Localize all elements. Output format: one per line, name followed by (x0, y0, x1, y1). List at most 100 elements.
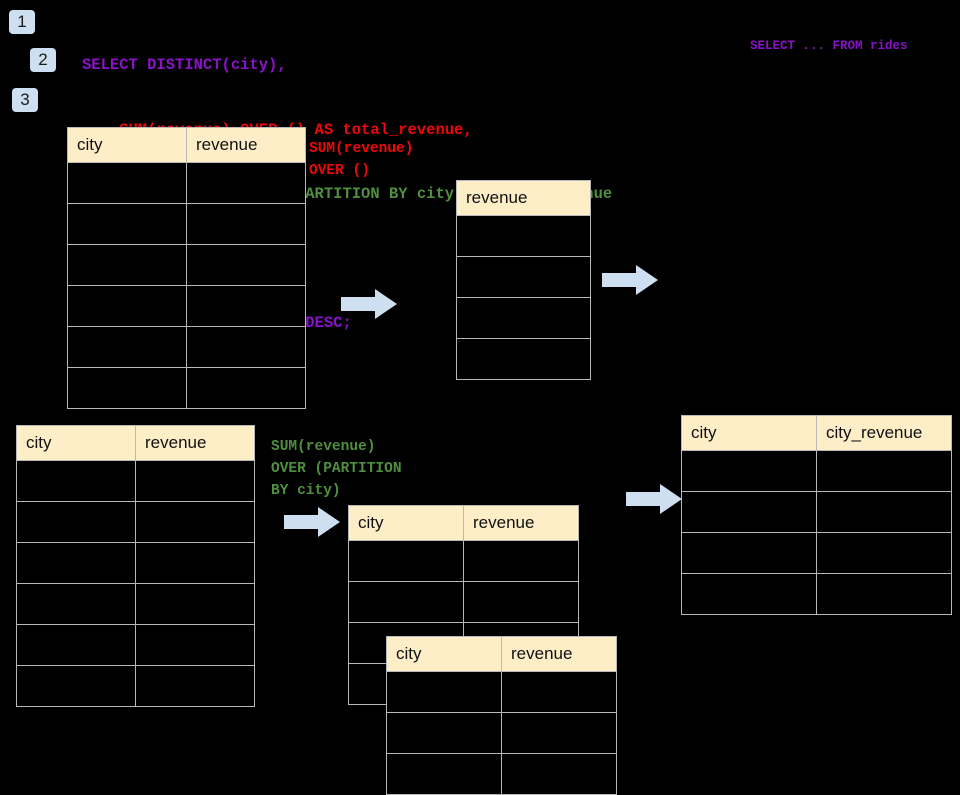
table-cell (681, 450, 817, 492)
rides-source-table-bottom: city revenue (16, 425, 255, 707)
table-row (16, 460, 255, 502)
column-header-city: city (16, 425, 136, 461)
step-badge-2: 2 (30, 48, 56, 72)
table-row (67, 162, 306, 204)
table-cell (16, 460, 136, 502)
table-cell (67, 203, 187, 245)
table-cell (67, 367, 187, 409)
table-cell (186, 162, 306, 204)
table-row (67, 244, 306, 286)
table-cell (186, 203, 306, 245)
table-cell (186, 326, 306, 368)
column-header-revenue: revenue (186, 127, 306, 163)
table-row (681, 573, 952, 615)
table-row (456, 297, 591, 339)
column-header-revenue: revenue (463, 505, 579, 541)
table-cell (16, 624, 136, 666)
table-row (348, 581, 579, 623)
annotation-sum-over-partition: SUM(revenue) OVER (PARTITION BY city) (271, 439, 402, 499)
table-cell (135, 460, 255, 502)
column-header-city: city (386, 636, 502, 672)
arrow-total-to-result (602, 265, 658, 295)
table-row (456, 256, 591, 298)
column-header-revenue: revenue (135, 425, 255, 461)
sql-line-1: SELECT DISTINCT(city), (82, 56, 287, 74)
table-cell (456, 256, 591, 298)
table-cell (348, 581, 464, 623)
column-header-city: city (681, 415, 817, 451)
table-row (67, 367, 306, 409)
table-cell (463, 581, 579, 623)
table-cell (386, 671, 502, 713)
table-row (681, 491, 952, 533)
table-cell (386, 712, 502, 754)
table-cell (463, 540, 579, 582)
table-header-row: city city_revenue (681, 415, 952, 451)
step-badge-1: 1 (9, 10, 35, 34)
table-row (681, 450, 952, 492)
table-cell (16, 542, 136, 584)
table-cell (501, 753, 617, 795)
arrow-source-to-total (341, 289, 397, 319)
column-header-revenue: revenue (501, 636, 617, 672)
table-row (16, 665, 255, 707)
column-header-revenue: revenue (456, 180, 591, 216)
table-row (67, 326, 306, 368)
table-cell (386, 753, 502, 795)
table-cell (186, 244, 306, 286)
arrow-source-to-partition (284, 507, 340, 537)
table-cell (186, 367, 306, 409)
diagram-canvas: 1 2 3 SELECT DISTINCT(city), SUM(revenue… (9, 10, 952, 795)
table-cell (681, 532, 817, 574)
table-row (386, 671, 617, 713)
table-cell (816, 450, 952, 492)
table-cell (681, 573, 817, 615)
table-cell (186, 285, 306, 327)
table-row (386, 712, 617, 754)
table-cell (135, 665, 255, 707)
table-cell (681, 491, 817, 533)
annotation-sum-over-empty: SUM(revenue) OVER () (309, 141, 414, 179)
table-cell (348, 540, 464, 582)
column-header-city-revenue: city_revenue (816, 415, 952, 451)
table-cell (501, 712, 617, 754)
table-header-row: city revenue (348, 505, 579, 541)
table-row (456, 215, 591, 257)
table-row (16, 583, 255, 625)
table-cell (16, 501, 136, 543)
table-cell (135, 583, 255, 625)
table-cell (816, 491, 952, 533)
step-badge-3: 3 (12, 88, 38, 112)
table-cell (67, 244, 187, 286)
table-row (386, 753, 617, 795)
table-row (348, 540, 579, 582)
table-header-row: revenue (456, 180, 591, 216)
column-header-city: city (348, 505, 464, 541)
table-row (16, 542, 255, 584)
rides-source-table: city revenue (67, 127, 306, 409)
table-cell (135, 501, 255, 543)
select-from-rides-note: SELECT ... FROM rides (750, 39, 908, 53)
table-cell (67, 162, 187, 204)
table-cell (456, 215, 591, 257)
partition-group-table-front: city revenue (386, 636, 617, 795)
table-header-row: city revenue (386, 636, 617, 672)
table-cell (816, 573, 952, 615)
total-revenue-table: revenue (456, 180, 591, 380)
table-cell (67, 326, 187, 368)
table-cell (456, 338, 591, 380)
table-cell (501, 671, 617, 713)
table-header-row: city revenue (67, 127, 306, 163)
table-header-row: city revenue (16, 425, 255, 461)
city-revenue-result-table: city city_revenue (681, 415, 952, 615)
column-header-city: city (67, 127, 187, 163)
table-row (681, 532, 952, 574)
table-row (16, 624, 255, 666)
table-cell (816, 532, 952, 574)
table-cell (67, 285, 187, 327)
table-row (456, 338, 591, 380)
table-cell (135, 542, 255, 584)
table-cell (135, 624, 255, 666)
table-cell (16, 583, 136, 625)
table-cell (456, 297, 591, 339)
